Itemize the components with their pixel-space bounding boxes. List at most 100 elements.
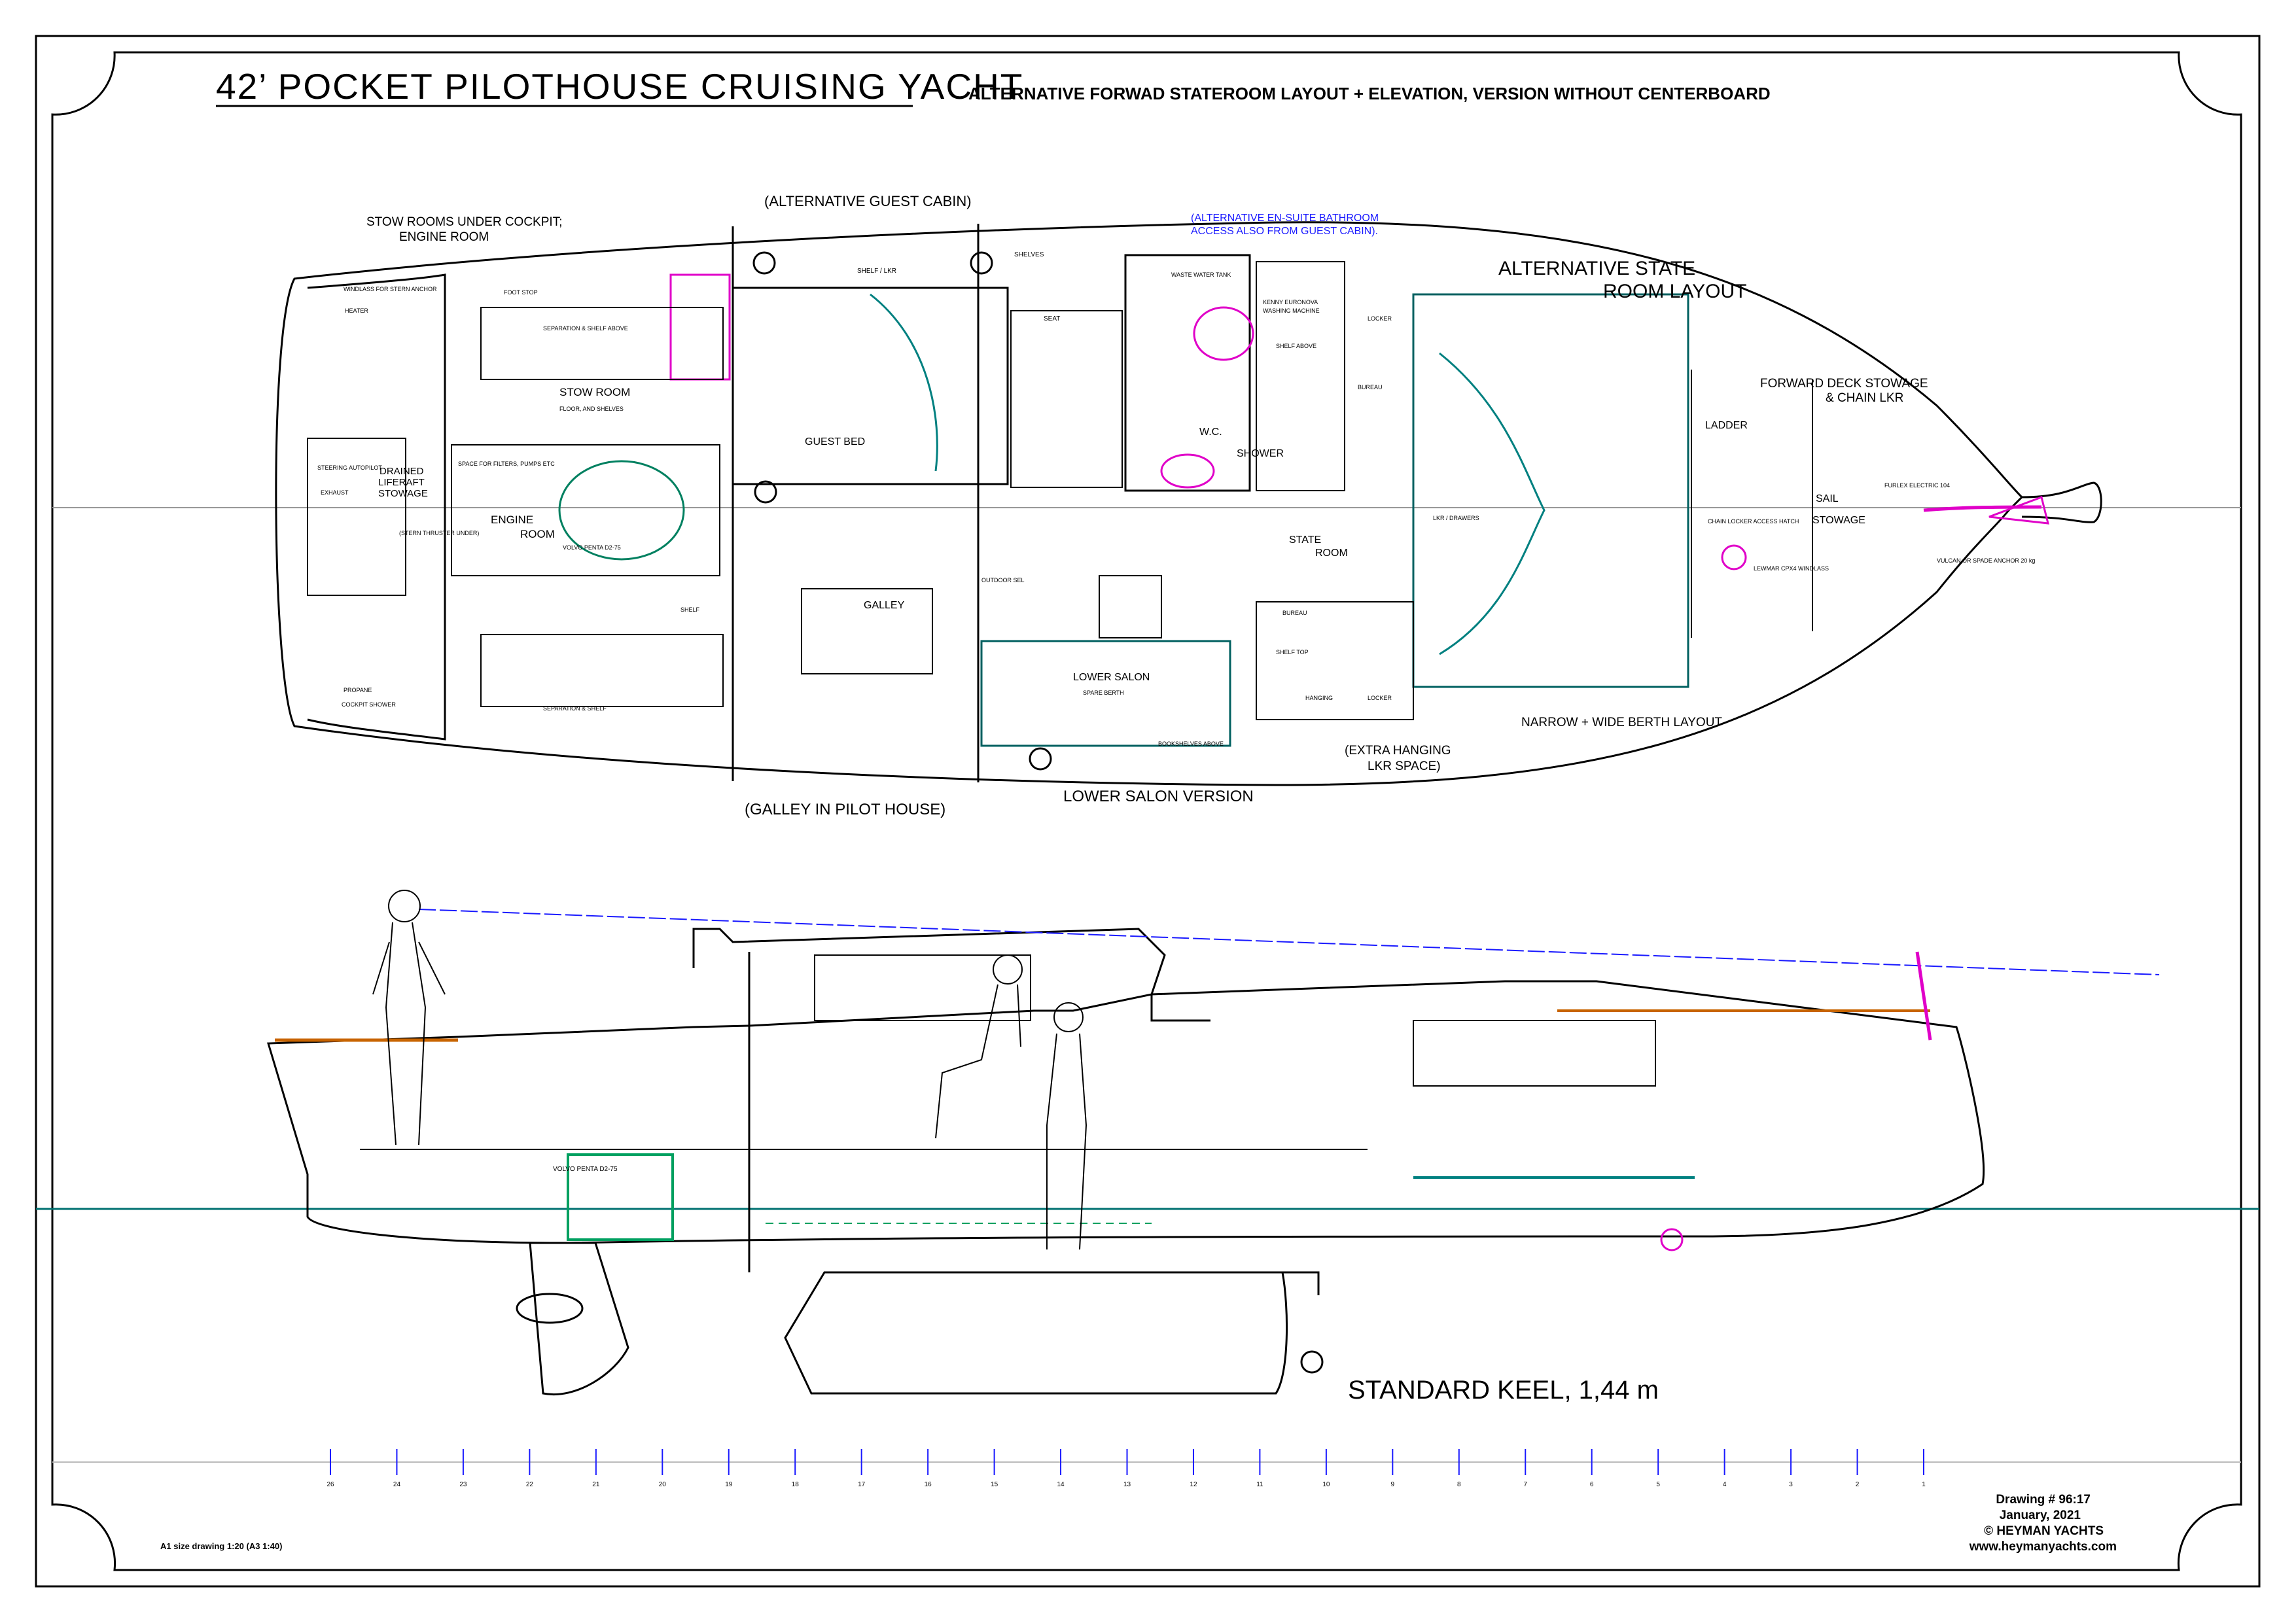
- label-windlass-stern: WINDLASS FOR STERN ANCHOR: [344, 286, 437, 292]
- label-lewmar: LEWMAR CPX4 WINDLASS: [1754, 565, 1829, 572]
- drawing-title: 42’ POCKET PILOTHOUSE CRUISING YACHT: [216, 66, 1024, 107]
- label-extra-hang-1: (EXTRA HANGING: [1345, 744, 1451, 758]
- station-label: 17: [858, 1481, 866, 1488]
- label-shelves: SHELVES: [1014, 251, 1044, 258]
- label-lower-salon: LOWER SALON: [1073, 672, 1150, 683]
- label-bow-thruster: (STERN THRUSTER UNDER): [399, 530, 479, 536]
- label-spare-berth: SPARE BERTH: [1083, 689, 1124, 696]
- label-fwd-deck-2: & CHAIN LKR: [1826, 391, 1903, 405]
- label-shelf-top: SHELF TOP: [1276, 649, 1309, 655]
- elevation: [267, 890, 2160, 1395]
- label-sail-1: SAIL: [1816, 493, 1839, 504]
- label-shelf-above: SHELF ABOVE: [1276, 343, 1316, 349]
- label-locker-aft: LOCKER: [1368, 695, 1392, 701]
- station-label: 11: [1256, 1481, 1263, 1488]
- label-bookshelves: BOOKSHELVES ABOVE: [1158, 741, 1224, 747]
- label-lower-salon-version: LOWER SALON VERSION: [1063, 788, 1254, 805]
- label-engine-room-1: ENGINE: [491, 514, 533, 526]
- label-floor-shelves: FLOOR, AND SHELVES: [559, 406, 624, 412]
- label-waste-tank: WASTE WATER TANK: [1171, 271, 1231, 278]
- label-chain-locker: CHAIN LOCKER ACCESS HATCH: [1708, 518, 1799, 525]
- label-fwd-deck-1: FORWARD DECK STOWAGE: [1760, 377, 1928, 391]
- outer-frame: [35, 35, 2261, 1588]
- station-label: 16: [925, 1481, 932, 1488]
- label-stow-rooms-1: STOW ROOMS UNDER COCKPIT;: [366, 215, 562, 229]
- label-seat: SEAT: [1044, 315, 1060, 323]
- inner-frame: [51, 51, 2242, 1571]
- label-exhaust: EXHAUST: [321, 489, 349, 496]
- station-label: 2: [1856, 1481, 1860, 1488]
- plan-text: (ALTERNATIVE GUEST CABIN) STOW ROOMS UND…: [317, 193, 2035, 818]
- label-stow-room: STOW ROOM: [559, 386, 630, 398]
- label-galley-ph: (GALLEY IN PILOT HOUSE): [745, 801, 945, 818]
- label-furlex: FURLEX ELECTRIC 104: [1884, 482, 1950, 489]
- label-alt-ensuite-1: (ALTERNATIVE EN-SUITE BATHROOM: [1191, 213, 1379, 224]
- drawing-date: January, 2021: [2000, 1509, 2081, 1522]
- deck-plan: [275, 221, 2102, 786]
- station-label: 18: [792, 1481, 800, 1488]
- label-extra-hang-2: LKR SPACE): [1368, 759, 1441, 773]
- label-bureau-bottom: BUREAU: [1282, 610, 1307, 616]
- label-alt-state-1: ALTERNATIVE STATE: [1498, 258, 1695, 279]
- label-drained-1: DRAINED: [380, 466, 424, 477]
- deckhouse: [692, 928, 1166, 995]
- station-label: 15: [991, 1481, 998, 1488]
- drawing-website: www.heymanyachts.com: [1969, 1540, 2117, 1554]
- label-alt-guest-cabin: (ALTERNATIVE GUEST CABIN): [764, 193, 972, 209]
- label-outdoor-sel: OUTDOOR SEL: [981, 577, 1025, 584]
- label-engine-room-2: ROOM: [520, 528, 555, 540]
- label-ladder: LADDER: [1705, 420, 1748, 431]
- station-label: 6: [1590, 1481, 1594, 1488]
- label-cockpit-shower: COCKPIT SHOWER: [342, 701, 396, 708]
- label-drained-3: STOWAGE: [378, 488, 428, 499]
- standing-figure-salon: [1046, 1002, 1087, 1250]
- station-label: 26: [327, 1481, 334, 1488]
- station-label: 3: [1789, 1481, 1793, 1488]
- station-label: 24: [393, 1481, 401, 1488]
- keel: [784, 1271, 1288, 1395]
- station-label: 1: [1922, 1481, 1926, 1488]
- station-label: 21: [592, 1481, 600, 1488]
- label-bureau-top: BUREAU: [1358, 384, 1383, 391]
- station-label: 14: [1057, 1481, 1065, 1488]
- label-keel: STANDARD KEEL, 1,44 m: [1348, 1376, 1659, 1405]
- station-label: 9: [1391, 1481, 1395, 1488]
- label-narrow-wide: NARROW + WIDE BERTH LAYOUT: [1521, 716, 1722, 729]
- label-separation-bottom: SEPARATION & SHELF: [543, 705, 607, 712]
- label-hanging: HANGING: [1305, 695, 1333, 701]
- label-anchor: VULCAN OR SPADE ANCHOR 20 kg: [1937, 557, 2035, 564]
- elevation-text: STANDARD KEEL, 1,44 m VOLVO PENTA D2-75: [553, 1166, 1659, 1405]
- label-galley: GALLEY: [864, 600, 905, 611]
- label-propane: PROPANE: [344, 687, 372, 693]
- label-shelf-lkr: SHELF / LKR: [857, 268, 896, 275]
- label-state-1: STATE: [1289, 534, 1321, 546]
- station-label: 7: [1523, 1481, 1527, 1488]
- label-heater: HEATER: [345, 307, 368, 314]
- label-stow-rooms-2: ENGINE ROOM: [399, 230, 489, 244]
- label-washing-1: KENNY EURONOVA: [1263, 299, 1318, 305]
- drawing-subtitle: ALTERNATIVE FORWAD STATEROOM LAYOUT + EL…: [968, 84, 1771, 103]
- label-alt-ensuite-2: ACCESS ALSO FROM GUEST CABIN).: [1191, 226, 1378, 237]
- label-guest-bed: GUEST BED: [805, 436, 865, 447]
- label-wc: W.C.: [1199, 427, 1222, 438]
- label-volvo-plan: VOLVO PENTA D2-75: [563, 544, 621, 551]
- label-separation-top: SEPARATION & SHELF ABOVE: [543, 325, 628, 332]
- station-label: 20: [659, 1481, 667, 1488]
- station-label: 5: [1656, 1481, 1660, 1488]
- label-locker-fwd: LOCKER: [1368, 315, 1392, 322]
- label-pumps: SPACE FOR FILTERS, PUMPS ETC: [458, 461, 555, 467]
- label-volvo-elev: VOLVO PENTA D2-75: [553, 1166, 618, 1173]
- rudder: [529, 1242, 629, 1395]
- station-label: 13: [1123, 1481, 1131, 1488]
- station-label: 19: [725, 1481, 733, 1488]
- label-steering: STEERING AUTOPILOT: [317, 464, 382, 471]
- label-lkr-drawers: LKR / DRAWERS: [1433, 515, 1479, 521]
- label-foot-stop: FOOT STOP: [504, 289, 538, 296]
- station-label: 22: [526, 1481, 534, 1488]
- station-label: 12: [1190, 1481, 1197, 1488]
- label-shower: SHOWER: [1237, 448, 1284, 459]
- station-label: 4: [1723, 1481, 1727, 1488]
- label-drained-2: LIFERAFT: [378, 477, 425, 488]
